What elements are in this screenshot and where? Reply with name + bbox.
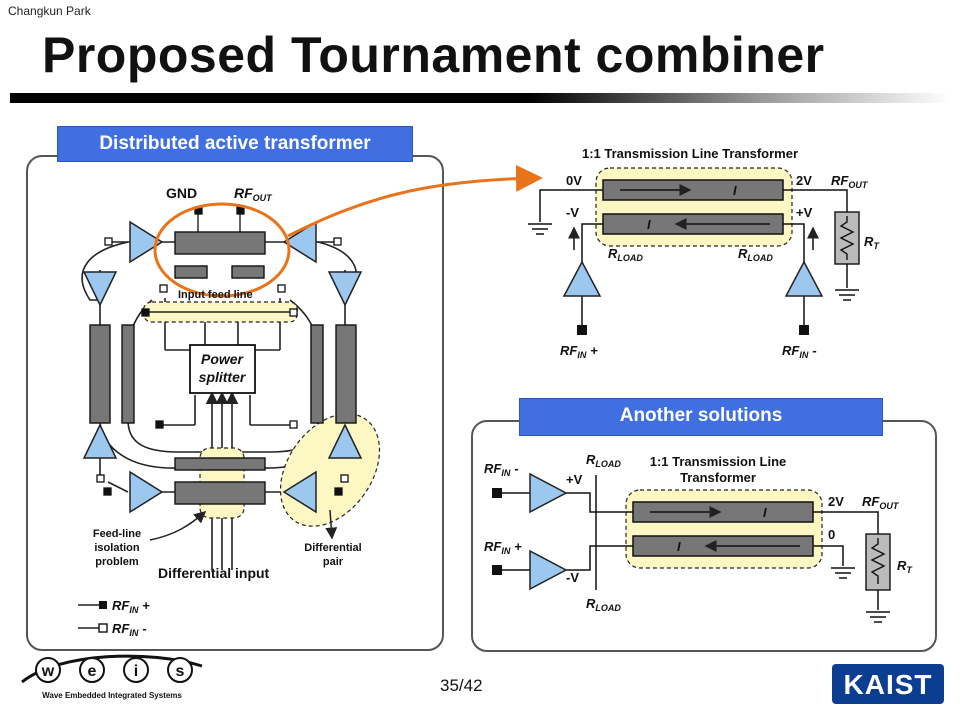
tlt-title: 1:1 Transmission Line Transformer: [582, 146, 798, 161]
svg-text:RFOUT: RFOUT: [862, 494, 900, 511]
alt-tlt-title: 1:1 Transmission Line: [650, 454, 787, 469]
alt-tlt-wires: [498, 475, 890, 623]
feedline-isolation-label-2: isolation: [94, 542, 140, 554]
tlt-amp-minus: [784, 260, 824, 297]
gnd-label: GND: [166, 185, 197, 201]
differential-pair-label: Differential: [304, 542, 361, 554]
svg-text:0V: 0V: [566, 173, 582, 188]
feedline-pointer-arrow: [149, 511, 207, 541]
author-name: Changkun Park: [8, 4, 91, 18]
svg-text:RFIN+: RFIN+: [560, 343, 598, 360]
tlt-wires: [528, 189, 859, 326]
tlt-amp-plus: [562, 260, 602, 297]
svg-text:+V: +V: [566, 472, 583, 487]
feedline-isolation-label: Feed-line: [93, 528, 141, 540]
dat-slabs: [89, 231, 357, 505]
svg-text:RLOAD: RLOAD: [608, 246, 643, 263]
differential-pair-highlight: [279, 413, 381, 527]
svg-text:RLOAD: RLOAD: [586, 596, 621, 613]
feedline-isolation-label-3: problem: [95, 556, 139, 568]
title-underline-bar: [10, 93, 950, 103]
svg-text:0: 0: [828, 527, 835, 542]
rf-out-label: RFOUT: [234, 185, 273, 203]
svg-text:RFIN-: RFIN-: [782, 343, 817, 360]
power-splitter-block: [189, 344, 256, 394]
svg-text:RLOAD: RLOAD: [738, 246, 773, 263]
input-feed-line-label: Input feed line: [178, 289, 253, 301]
differential-pair-label-2: pair: [323, 556, 344, 568]
orange-callout-arrow: [287, 164, 543, 238]
svg-text:RFIN+: RFIN+: [112, 598, 150, 615]
svg-text:i: i: [134, 663, 138, 680]
rf-in-legend: RFIN+ RFIN-: [78, 598, 150, 638]
alt-amp-minus: [529, 472, 568, 514]
kaist-logo: KAIST: [832, 664, 944, 704]
svg-text:-V: -V: [566, 570, 579, 585]
power-splitter-label-2: splitter: [199, 369, 247, 385]
dat-terminals: [96, 206, 349, 496]
svg-text:RFIN-: RFIN-: [112, 621, 147, 638]
alt-amp-plus: [529, 549, 568, 591]
svg-text:I: I: [763, 505, 767, 520]
svg-text:w: w: [41, 663, 55, 680]
svg-text:+V: +V: [796, 205, 813, 220]
svg-text:RFIN+: RFIN+: [484, 539, 522, 556]
weis-logo: w e i s Wave Embedded Integrated Systems: [21, 654, 203, 700]
svg-text:-V: -V: [566, 205, 579, 220]
solutions-panel-header: Another solutions: [519, 398, 883, 436]
alt-tlt-title-2: Transformer: [680, 470, 756, 485]
svg-text:RFOUT: RFOUT: [831, 173, 869, 190]
svg-text:RT: RT: [864, 234, 880, 251]
svg-text:RLOAD: RLOAD: [586, 452, 621, 469]
power-splitter-label: Power: [201, 351, 245, 367]
svg-text:RFIN-: RFIN-: [484, 461, 519, 478]
svg-text:RT: RT: [897, 558, 913, 575]
svg-text:I: I: [733, 183, 737, 198]
svg-text:2V: 2V: [828, 494, 844, 509]
svg-text:I: I: [647, 217, 651, 232]
svg-text:s: s: [176, 663, 185, 680]
output-highlight-ellipse: [153, 202, 291, 298]
differential-input-label: Differential input: [158, 565, 270, 581]
dat-amplifiers: [82, 220, 363, 514]
page-number: 35/42: [440, 676, 483, 695]
svg-text:2V: 2V: [796, 173, 812, 188]
svg-text:I: I: [677, 539, 681, 554]
dat-panel-header: Distributed active transformer: [57, 126, 413, 162]
svg-text:KAIST: KAIST: [844, 669, 933, 700]
slide-title: Proposed Tournament combiner: [42, 27, 825, 83]
svg-text:e: e: [88, 663, 97, 680]
svg-text:Wave Embedded Integrated Syste: Wave Embedded Integrated Systems: [42, 691, 182, 700]
